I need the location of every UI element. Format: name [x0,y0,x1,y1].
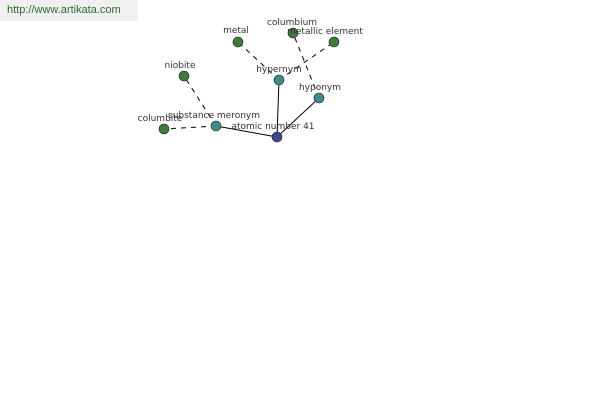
node-niobite[interactable] [178,70,190,82]
edge-hypernym-metallic-element [278,41,335,81]
label-metal: metal [223,26,249,36]
relation-edges [215,79,320,138]
label-hyponym: hyponym [299,83,341,93]
label-columbium: columbium [267,18,317,28]
node-columbium[interactable] [287,27,299,39]
node-hyponym[interactable] [313,92,325,104]
label-substance-meronym: substance meronym [168,111,260,121]
node-hypernym[interactable] [273,74,285,86]
edge-hyponym-columbium [292,32,320,99]
label-center: atomic number 41 [231,122,314,132]
node-center[interactable] [271,131,283,143]
edge-center-hypernym [276,79,280,138]
edge-center-hyponym [276,97,320,138]
label-hypernym: hypernym [256,65,302,75]
term-edges [163,32,335,130]
label-columbite: columbite [138,114,183,124]
label-niobite: niobite [165,61,196,71]
node-metal[interactable] [232,36,244,48]
node-metallic-element[interactable] [328,36,340,48]
edge-substance-meronym-columbite [163,125,217,130]
label-metallic-element: metallic element [287,27,363,37]
node-columbite[interactable] [158,123,170,135]
node-substance-meronym[interactable] [210,120,222,132]
edge-center-substance-meronym [215,125,278,138]
source-url[interactable]: http://www.artikata.com [0,0,138,21]
